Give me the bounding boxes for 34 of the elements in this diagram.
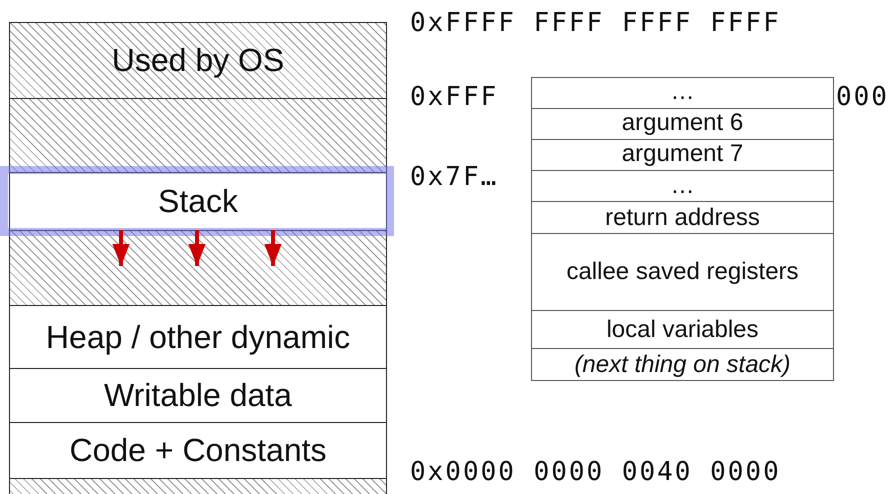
slot-label: local variables bbox=[606, 316, 759, 344]
slot-label: argument 6 bbox=[622, 109, 744, 137]
address-label: 0xFFFF FFFF FFFF FFFF bbox=[410, 8, 781, 38]
slot-label: … bbox=[670, 172, 694, 200]
address-label: 000 bbox=[836, 82, 889, 112]
stack-frame-slot bbox=[531, 233, 834, 311]
memory-segment bbox=[9, 172, 387, 231]
memory-segment bbox=[9, 368, 387, 423]
slot-label: argument 7 bbox=[622, 140, 744, 168]
arrow bbox=[188, 230, 206, 266]
segment-label: Writable data bbox=[104, 377, 292, 414]
arrow bbox=[264, 230, 282, 266]
slot-label: return address bbox=[605, 204, 760, 232]
stack-frame-slot bbox=[531, 201, 834, 234]
stack-frame-slot bbox=[531, 108, 834, 140]
slot-label: … bbox=[670, 78, 694, 106]
memory-segment bbox=[9, 22, 387, 99]
address-label: 0xFFF bbox=[410, 82, 498, 112]
slot-label: (next thing on stack) bbox=[574, 350, 791, 378]
segment-label: Heap / other dynamic bbox=[46, 318, 350, 356]
stack-frame-slot bbox=[531, 348, 834, 381]
stack-frame-slot bbox=[531, 170, 834, 202]
address-label: 0x7F… bbox=[410, 162, 498, 192]
segment-label: Stack bbox=[158, 183, 238, 220]
stack-frame-slot bbox=[531, 310, 834, 349]
address-label: 0x0000 0000 0040 0000 bbox=[410, 457, 781, 487]
memory-segment bbox=[9, 305, 387, 369]
arrow bbox=[112, 230, 130, 266]
stack-frame-slot bbox=[531, 77, 834, 109]
segment-label: Code + Constants bbox=[69, 432, 327, 469]
slot-label: callee saved registers bbox=[566, 258, 799, 286]
stack-frame-slot bbox=[531, 139, 834, 171]
segment-label: Used by OS bbox=[112, 42, 284, 79]
memory-segment bbox=[9, 422, 387, 479]
